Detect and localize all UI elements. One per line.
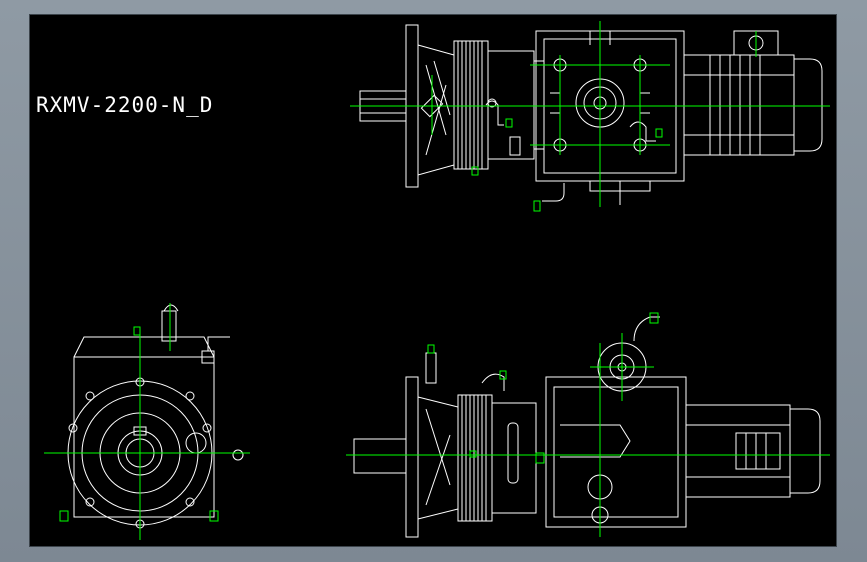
cad-linework xyxy=(44,21,830,540)
drawing-title: RXMV-2200-N_D xyxy=(36,93,214,117)
drawing-canvas: RXMV-2200-N_D xyxy=(29,14,837,547)
end-view xyxy=(44,303,250,540)
top-view xyxy=(350,21,830,212)
bottom-view xyxy=(346,312,830,538)
